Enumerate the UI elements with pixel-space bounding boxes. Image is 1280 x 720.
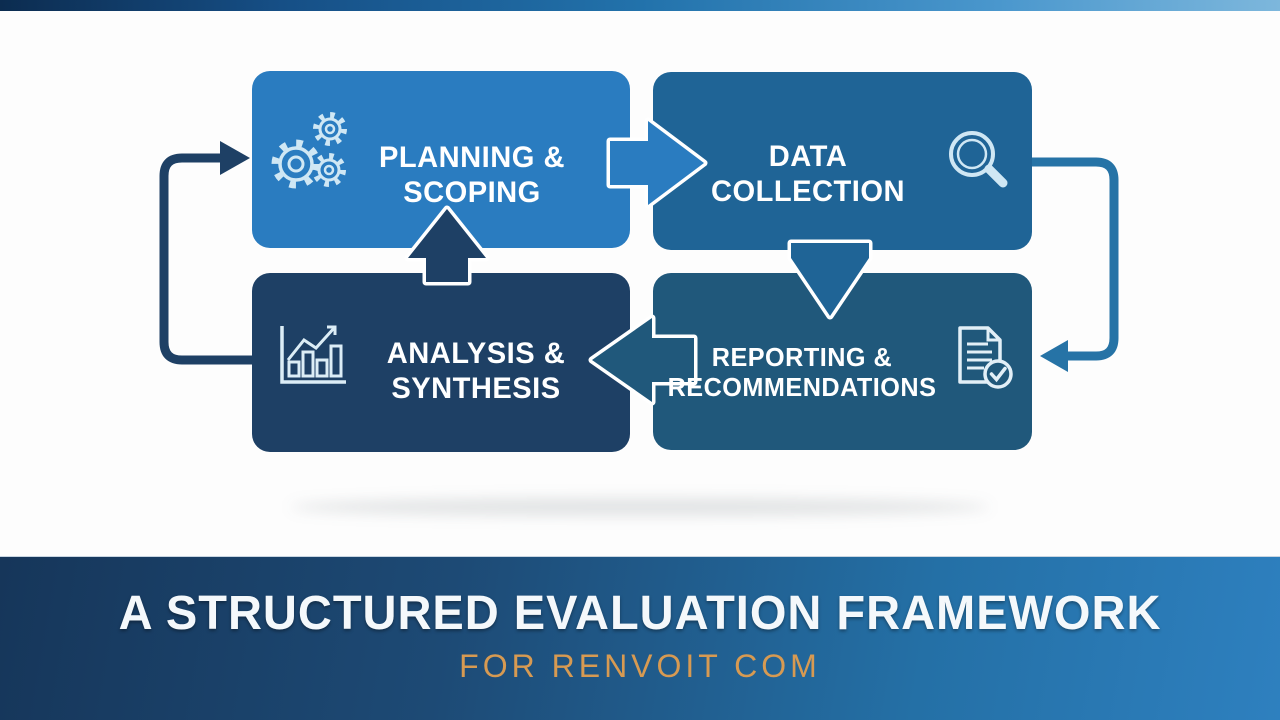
document-check-icon xyxy=(958,326,1013,389)
bar-chart-icon xyxy=(280,325,346,384)
arrow-data-to-reporting-icon xyxy=(787,239,873,320)
step-box-planning xyxy=(252,71,630,248)
outer-loop-right-arrow xyxy=(1030,157,1119,372)
step-label-data-collection: DATA COLLECTION xyxy=(711,140,905,208)
banner-title: A STRUCTURED EVALUATION FRAMEWORK xyxy=(118,587,1162,640)
step-box-reporting xyxy=(653,273,1032,450)
arrow-analysis-to-planning-icon xyxy=(404,205,490,286)
diagram-canvas xyxy=(159,71,1119,452)
step-label-planning: PLANNING & SCOPING xyxy=(379,141,565,209)
magnifier-icon xyxy=(949,131,1008,188)
step-label-analysis: ANALYSIS & SYNTHESIS xyxy=(386,337,566,405)
loop-right-arrowhead-icon xyxy=(1040,340,1068,372)
step-box-data-collection xyxy=(653,72,1032,250)
arrow-planning-to-data-icon xyxy=(606,117,708,209)
diagram-drop-shadow xyxy=(290,498,990,516)
step-box-analysis xyxy=(252,273,630,452)
loop-left-arrowhead-icon xyxy=(220,141,250,175)
evaluation-cycle-diagram: PLANNING & SCOPING DATA COLLECTION ANALY… xyxy=(0,11,1280,556)
top-accent-bar xyxy=(0,0,1280,11)
gears-icon xyxy=(271,112,347,189)
outer-loop-left-arrow xyxy=(159,141,258,365)
arrow-reporting-to-analysis-icon xyxy=(588,314,698,406)
step-label-reporting: REPORTING & RECOMMENDATIONS xyxy=(667,342,937,403)
banner-subtitle: FOR RENVOIT COM xyxy=(459,648,821,684)
bottom-title-banner: A STRUCTURED EVALUATION FRAMEWORK FOR RE… xyxy=(0,556,1280,720)
